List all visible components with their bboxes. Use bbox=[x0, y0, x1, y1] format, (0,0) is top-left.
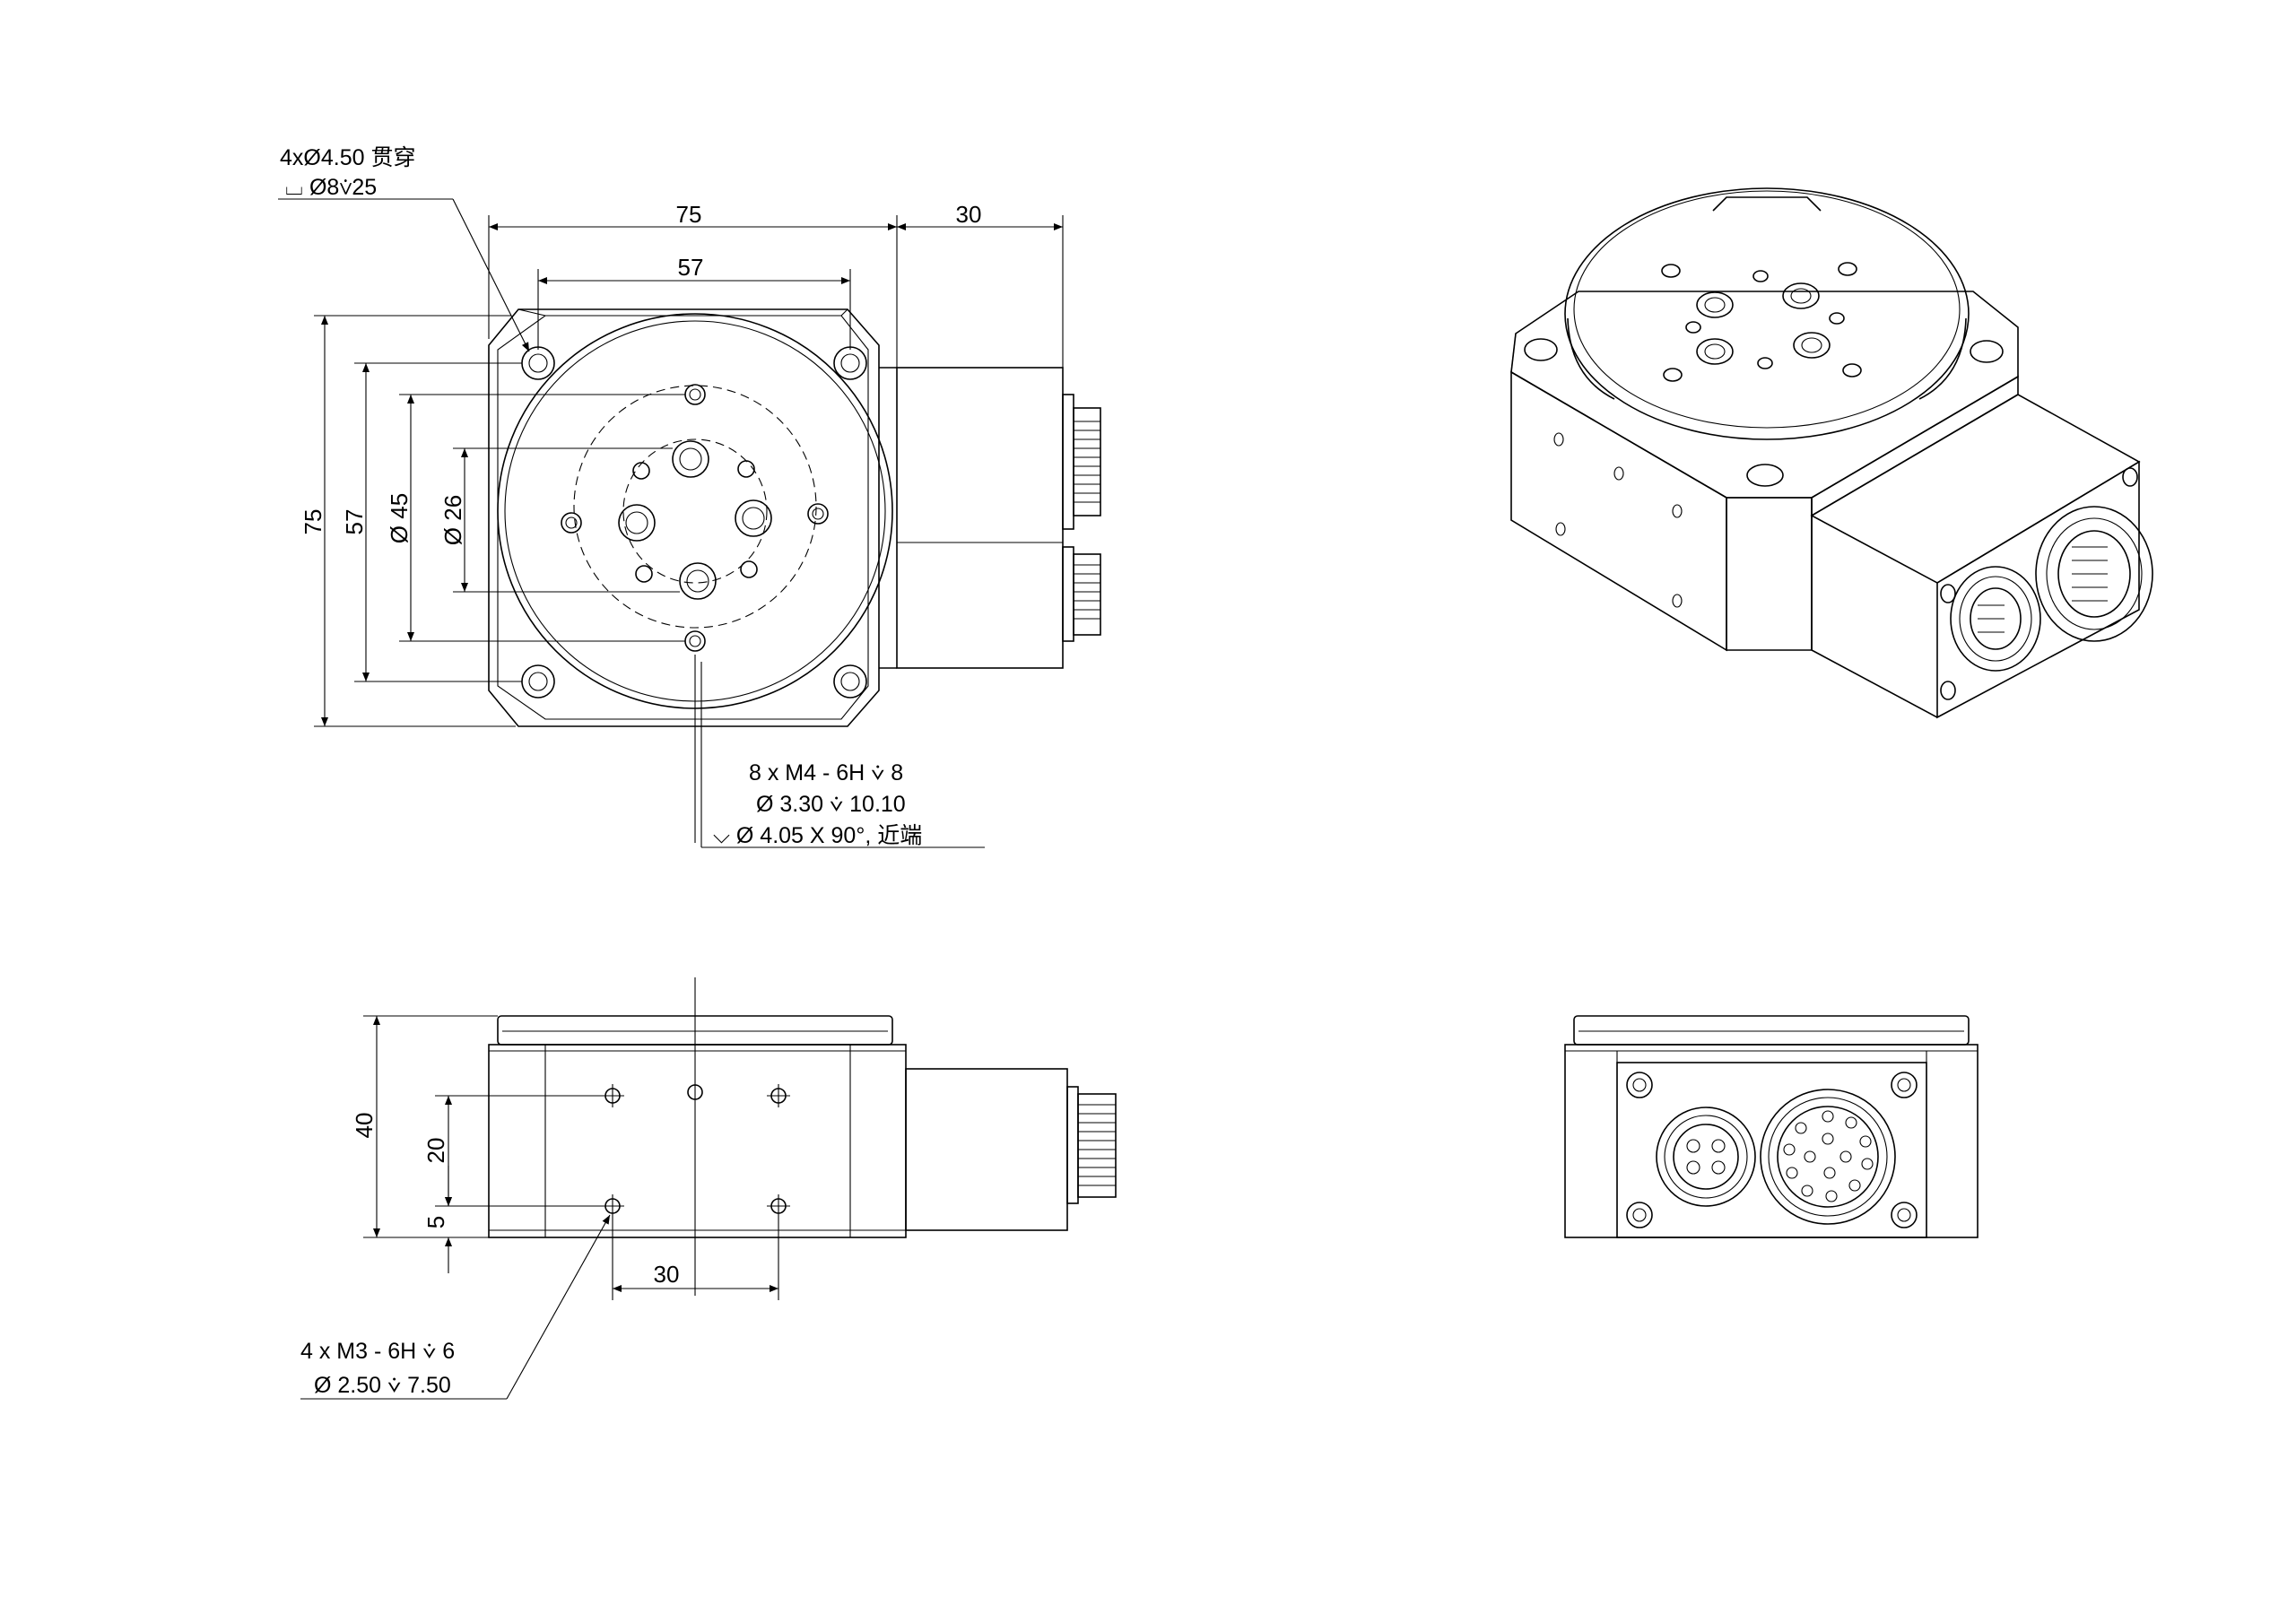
side-view-body bbox=[488, 1044, 907, 1238]
dim-side-20: 20 bbox=[422, 1138, 449, 1164]
dim-top-inner-57: 57 bbox=[678, 254, 704, 281]
side-m3-holes bbox=[601, 1084, 790, 1218]
large-connector-face bbox=[1760, 1089, 1896, 1225]
callout-m4-line3: ⌵ Ø 4.05 X 90°, 近端 bbox=[713, 823, 922, 848]
isometric-view bbox=[1510, 187, 2153, 719]
iso-connectors bbox=[1940, 467, 2153, 700]
dim-top-height-75: 75 bbox=[300, 509, 326, 535]
m4-hole-callout: 8 x M4 - 6H ⩒ 8 Ø 3.30 ⩒ 10.10 ⌵ Ø 4.05 … bbox=[700, 662, 985, 848]
turntable-disk bbox=[497, 313, 893, 709]
m4-threaded-holes bbox=[561, 384, 829, 652]
plate-screws bbox=[1626, 1072, 1918, 1228]
dim-pcd-45: Ø 45 bbox=[386, 493, 413, 543]
side-view-dimensions: 40 20 5 30 bbox=[351, 1015, 779, 1300]
callout-m4-line1: 8 x M4 - 6H ⩒ 8 bbox=[749, 760, 903, 785]
callout-m4-line2: Ø 3.30 ⩒ 10.10 bbox=[756, 792, 906, 817]
top-view bbox=[488, 308, 1101, 843]
connector-plate bbox=[1616, 1062, 1927, 1238]
through-hole-callout: 4xØ4.50 贯穿 ⌴ Ø8⩒25 bbox=[278, 145, 530, 352]
callout-through-hole-line1: 4xØ4.50 贯穿 bbox=[280, 145, 415, 170]
callout-through-hole-line2: ⌴ Ø8⩒25 bbox=[285, 175, 377, 200]
top-view-body-outline bbox=[488, 308, 880, 727]
dim-pcd-26: Ø 26 bbox=[439, 495, 466, 545]
dim-connector-30: 30 bbox=[956, 201, 982, 228]
side-view bbox=[488, 977, 1117, 1296]
connector-threads bbox=[1062, 394, 1101, 642]
dim-side-5: 5 bbox=[422, 1216, 449, 1228]
connector-housing bbox=[896, 367, 1064, 669]
top-view-body-inner-outline bbox=[497, 315, 869, 720]
connector-end-view bbox=[1564, 1015, 1979, 1238]
dim-top-width-75: 75 bbox=[676, 201, 702, 228]
callout-m3-line2: Ø 2.50 ⩒ 7.50 bbox=[314, 1373, 451, 1398]
side-view-connector bbox=[905, 1068, 1068, 1231]
dim-side-height-40: 40 bbox=[351, 1113, 378, 1139]
pcd-26-circle bbox=[622, 438, 768, 584]
iso-disk-holes bbox=[1661, 262, 1862, 382]
callout-m3-line1: 4 x M3 - 6H ⩒ 6 bbox=[300, 1339, 455, 1364]
m3-hole-callout: 4 x M3 - 6H ⩒ 6 Ø 2.50 ⩒ 7.50 bbox=[300, 1214, 611, 1400]
dim-top-height-57: 57 bbox=[341, 509, 368, 535]
dim-side-30: 30 bbox=[654, 1261, 680, 1288]
pcd-26-holes bbox=[618, 440, 772, 600]
small-connector-face bbox=[1656, 1107, 1756, 1207]
pcd-45-circle bbox=[573, 385, 817, 629]
top-view-dimensions: 75 30 57 75 57 Ø 45 Ø 26 bbox=[300, 201, 1064, 727]
